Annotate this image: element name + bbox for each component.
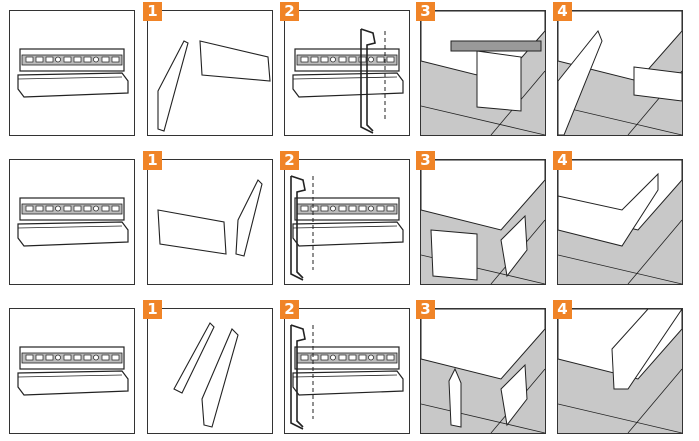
finished-illustration — [558, 309, 682, 433]
step-2-panel — [284, 10, 410, 136]
step-badge: 2 — [280, 151, 299, 170]
step-4-panel — [557, 10, 683, 136]
step-2-panel — [284, 308, 410, 434]
step-badge: 4 — [553, 151, 572, 170]
step-3-panel — [420, 10, 546, 136]
step-0-profile-panel — [9, 308, 135, 434]
saw-cut-illustration — [290, 324, 404, 430]
step-badge: 1 — [143, 2, 162, 21]
profile-illustration — [17, 197, 129, 247]
saw-cut-illustration — [290, 175, 404, 281]
step-badge: 3 — [416, 151, 435, 170]
step-badge: 4 — [553, 2, 572, 21]
step-0-profile-panel — [9, 159, 135, 285]
step-4-panel — [557, 159, 683, 285]
cover-pieces-illustration — [157, 40, 271, 132]
install-illustration — [421, 309, 545, 433]
step-3-panel — [420, 308, 546, 434]
step-3-panel — [420, 159, 546, 285]
install-illustration — [421, 160, 545, 284]
step-badge: 1 — [143, 151, 162, 170]
step-1-panel — [147, 308, 273, 434]
step-badge: 3 — [416, 300, 435, 319]
install-illustration — [421, 11, 545, 135]
step-badge: 4 — [553, 300, 572, 319]
step-badge: 1 — [143, 300, 162, 319]
end-cap-pieces-illustration — [173, 322, 239, 428]
step-2-panel — [284, 159, 410, 285]
cover-pieces-illustration — [157, 179, 263, 257]
finished-illustration — [558, 11, 682, 135]
saw-cut-illustration — [292, 28, 404, 134]
step-0-profile-panel — [9, 10, 135, 136]
profile-illustration — [17, 346, 129, 396]
step-badge: 2 — [280, 2, 299, 21]
step-badge: 3 — [416, 2, 435, 21]
profile-illustration — [17, 48, 129, 98]
step-4-panel — [557, 308, 683, 434]
step-1-panel — [147, 10, 273, 136]
step-1-panel — [147, 159, 273, 285]
step-badge: 2 — [280, 300, 299, 319]
finished-illustration — [558, 160, 682, 284]
